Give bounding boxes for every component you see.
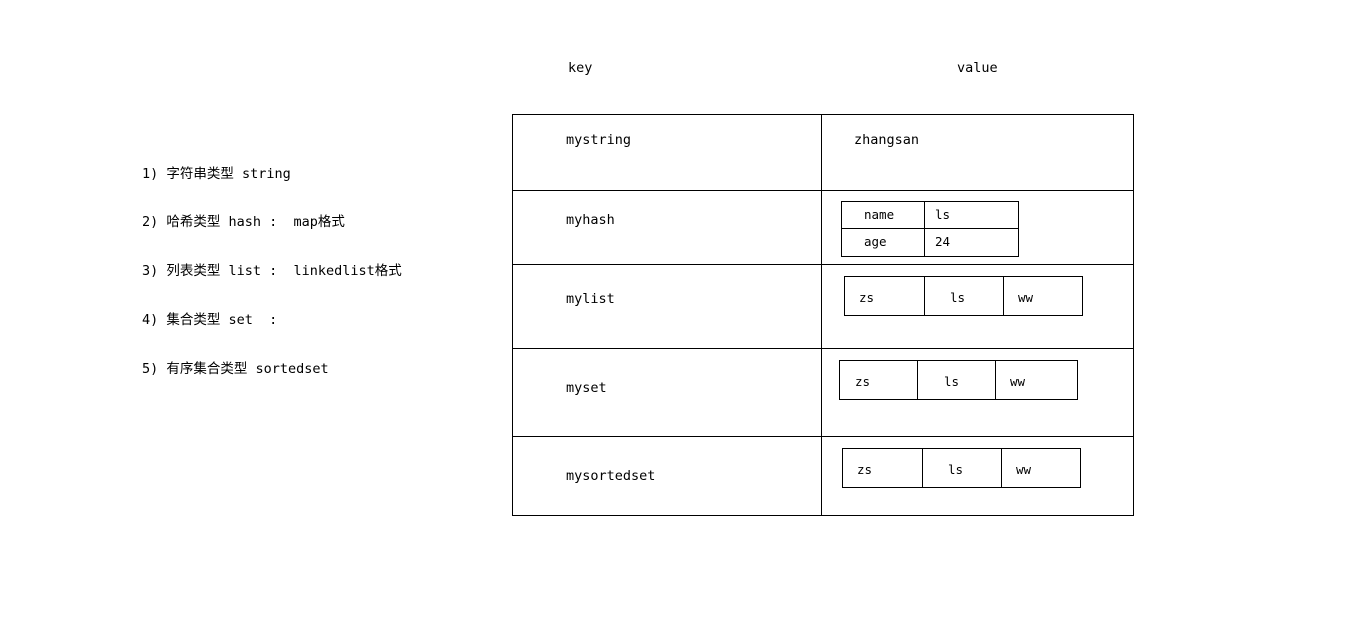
note-line-hash: 2) 哈希类型 hash : map格式 (142, 214, 345, 231)
table-cell-value: name ls age 24 (822, 191, 1133, 264)
nested-sequence-cell: ls (925, 276, 1004, 316)
value-text: zhangsan (854, 132, 920, 148)
key-label: mysortedset (566, 468, 656, 484)
table-row: mylist zs ls ww (513, 265, 1133, 349)
table-row: myhash name ls age 24 (513, 191, 1133, 265)
key-label: mystring (566, 132, 632, 148)
nested-map-value: ls (925, 201, 1019, 229)
nested-sequence-cell: ls (918, 360, 996, 400)
nested-map-row: name ls (841, 201, 1019, 229)
nested-sequence-table: zs ls ww (839, 360, 1078, 400)
nested-sequence-cell: zs (839, 360, 918, 400)
note-line-sortedset: 5) 有序集合类型 sortedset (142, 361, 329, 378)
note-line-set: 4) 集合类型 set : (142, 312, 278, 329)
table-cell-value: zs ls ww (822, 349, 1133, 436)
table-row: myset zs ls ww (513, 349, 1133, 437)
nested-sequence-table: zs ls ww (844, 276, 1083, 316)
nested-sequence-cell: zs (844, 276, 925, 316)
nested-map-field: age (841, 229, 925, 257)
nested-map-value: 24 (925, 229, 1019, 257)
key-label: myset (566, 380, 607, 396)
table-cell-value: zs ls ww (822, 265, 1133, 348)
nested-sequence-cell: zs (842, 448, 923, 488)
table-cell-key: myhash (513, 191, 822, 264)
nested-map-field: name (841, 201, 925, 229)
nested-sequence-cell: ww (996, 360, 1078, 400)
nested-map-row: age 24 (841, 229, 1019, 257)
table-cell-key: mysortedset (513, 437, 822, 515)
table-cell-key: mylist (513, 265, 822, 348)
table-cell-value: zs ls ww (822, 437, 1133, 515)
nested-sequence-cell: ls (923, 448, 1002, 488)
table-cell-key: myset (513, 349, 822, 436)
key-label: mylist (566, 291, 615, 307)
table-cell-value: zhangsan (822, 115, 1133, 190)
key-value-table: mystring zhangsan myhash name ls (512, 114, 1134, 516)
column-header-key: key (568, 60, 593, 76)
note-line-string: 1) 字符串类型 string (142, 165, 291, 182)
data-types-note-list: 1) 字符串类型 string 2) 哈希类型 hash : map格式 3) … (142, 133, 402, 394)
nested-sequence-cell: ww (1004, 276, 1083, 316)
table-row: mysortedset zs ls ww (513, 437, 1133, 515)
nested-sequence-table: zs ls ww (842, 448, 1081, 488)
note-line-list: 3) 列表类型 list : linkedlist格式 (142, 263, 402, 280)
nested-map-table: name ls age 24 (841, 201, 1019, 257)
key-label: myhash (566, 212, 615, 228)
table-cell-key: mystring (513, 115, 822, 190)
column-header-value: value (957, 60, 998, 76)
table-row: mystring zhangsan (513, 115, 1133, 191)
nested-sequence-cell: ww (1002, 448, 1081, 488)
